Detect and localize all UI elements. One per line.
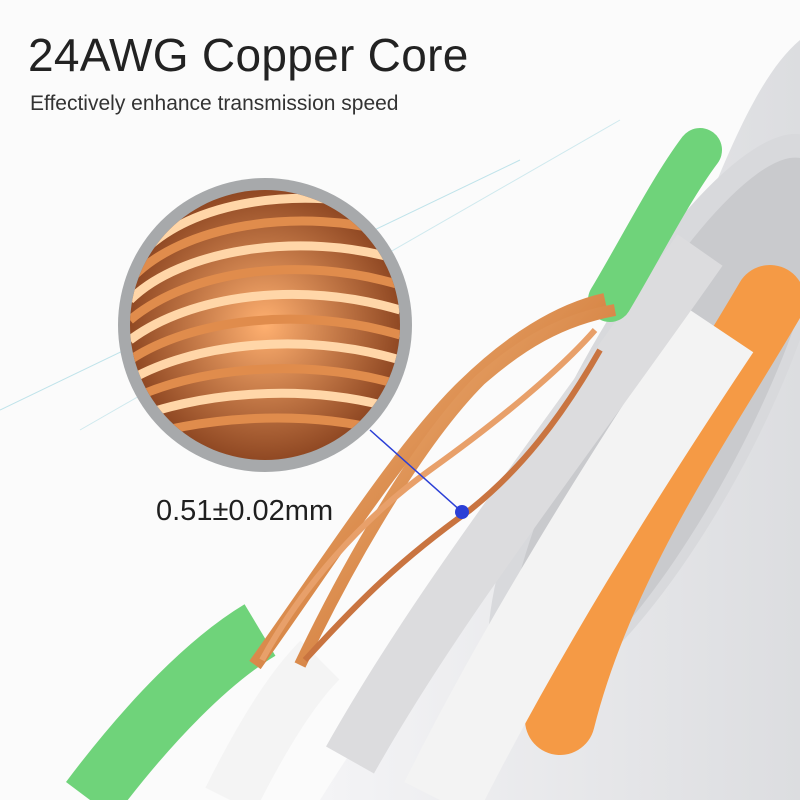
page-title: 24AWG Copper Core bbox=[28, 29, 469, 81]
measurement-pointer bbox=[369, 429, 469, 519]
page-subtitle: Effectively enhance transmission speed bbox=[30, 92, 399, 115]
magnified-coil bbox=[118, 178, 412, 472]
copper-conductors bbox=[249, 293, 617, 670]
measurement-label: 0.51±0.02mm bbox=[156, 495, 334, 527]
inner-wires bbox=[66, 128, 800, 800]
